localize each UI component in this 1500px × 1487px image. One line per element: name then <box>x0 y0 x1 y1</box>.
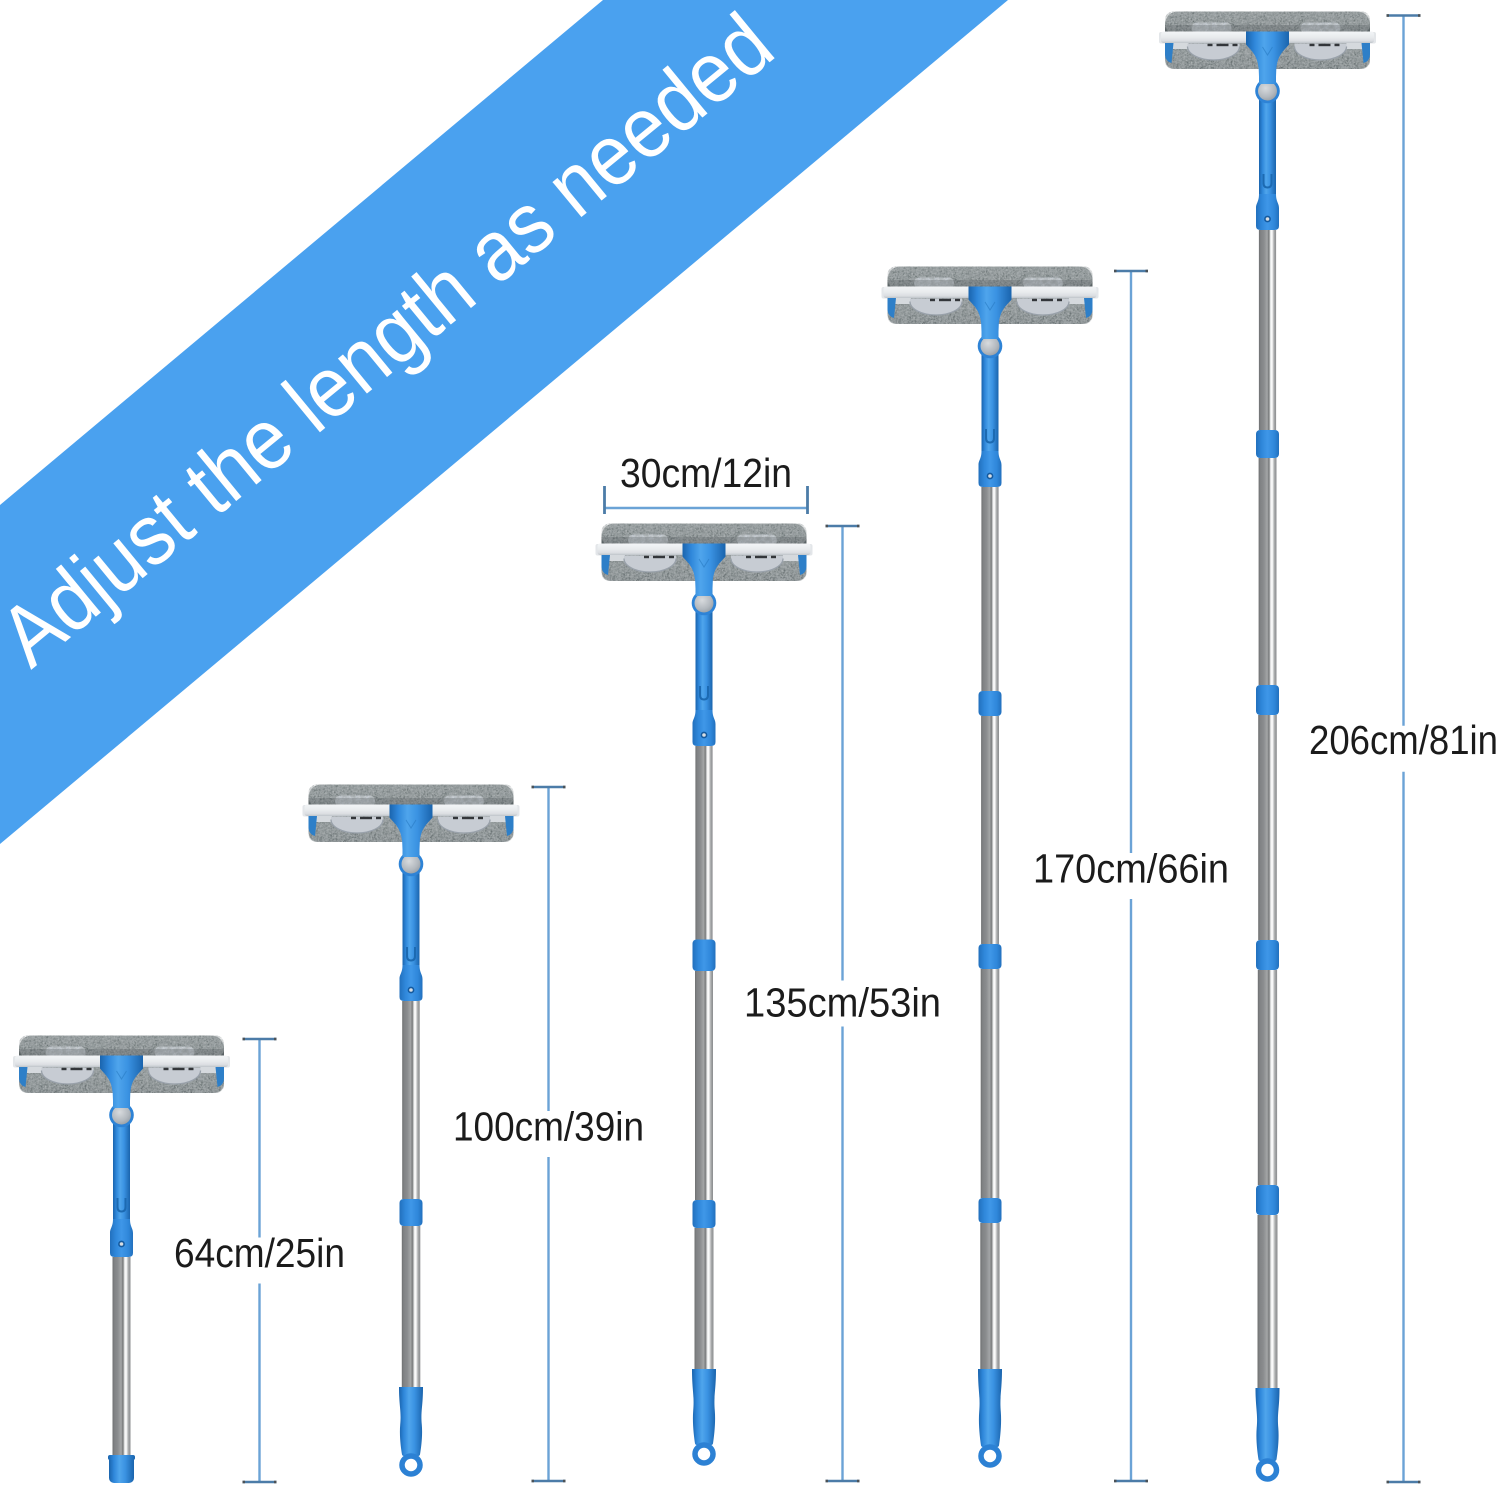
svg-text:30cm/12in: 30cm/12in <box>620 450 792 496</box>
svg-text:100cm/39in: 100cm/39in <box>453 1104 644 1150</box>
svg-text:64cm/25in: 64cm/25in <box>174 1230 345 1276</box>
svg-text:135cm/53in: 135cm/53in <box>744 980 941 1026</box>
svg-text:206cm/81in: 206cm/81in <box>1309 717 1498 763</box>
svg-text:170cm/66in: 170cm/66in <box>1033 846 1229 892</box>
